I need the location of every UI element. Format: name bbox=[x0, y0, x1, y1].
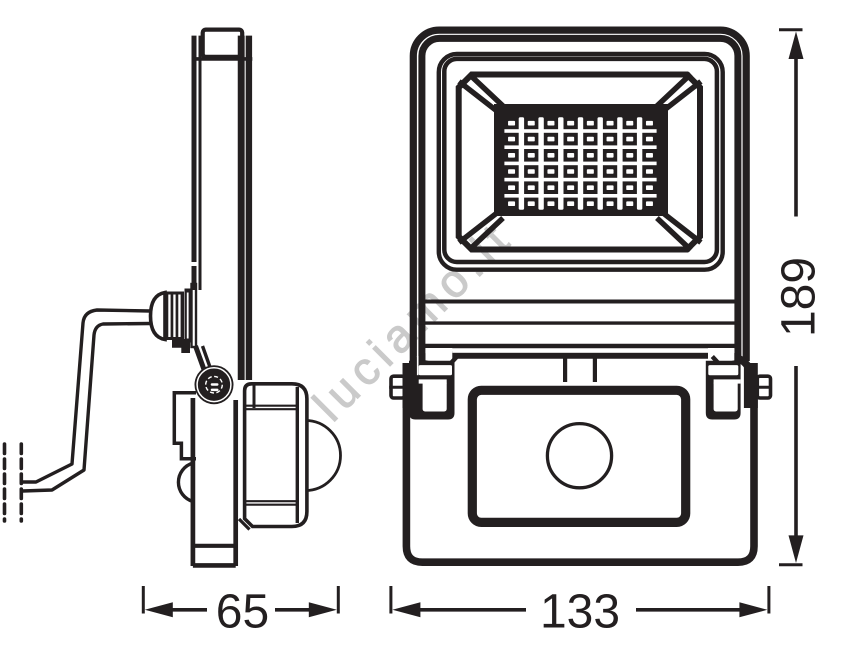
svg-text:65: 65 bbox=[216, 586, 269, 639]
svg-text:189: 189 bbox=[773, 257, 826, 337]
svg-text:133: 133 bbox=[540, 586, 620, 639]
